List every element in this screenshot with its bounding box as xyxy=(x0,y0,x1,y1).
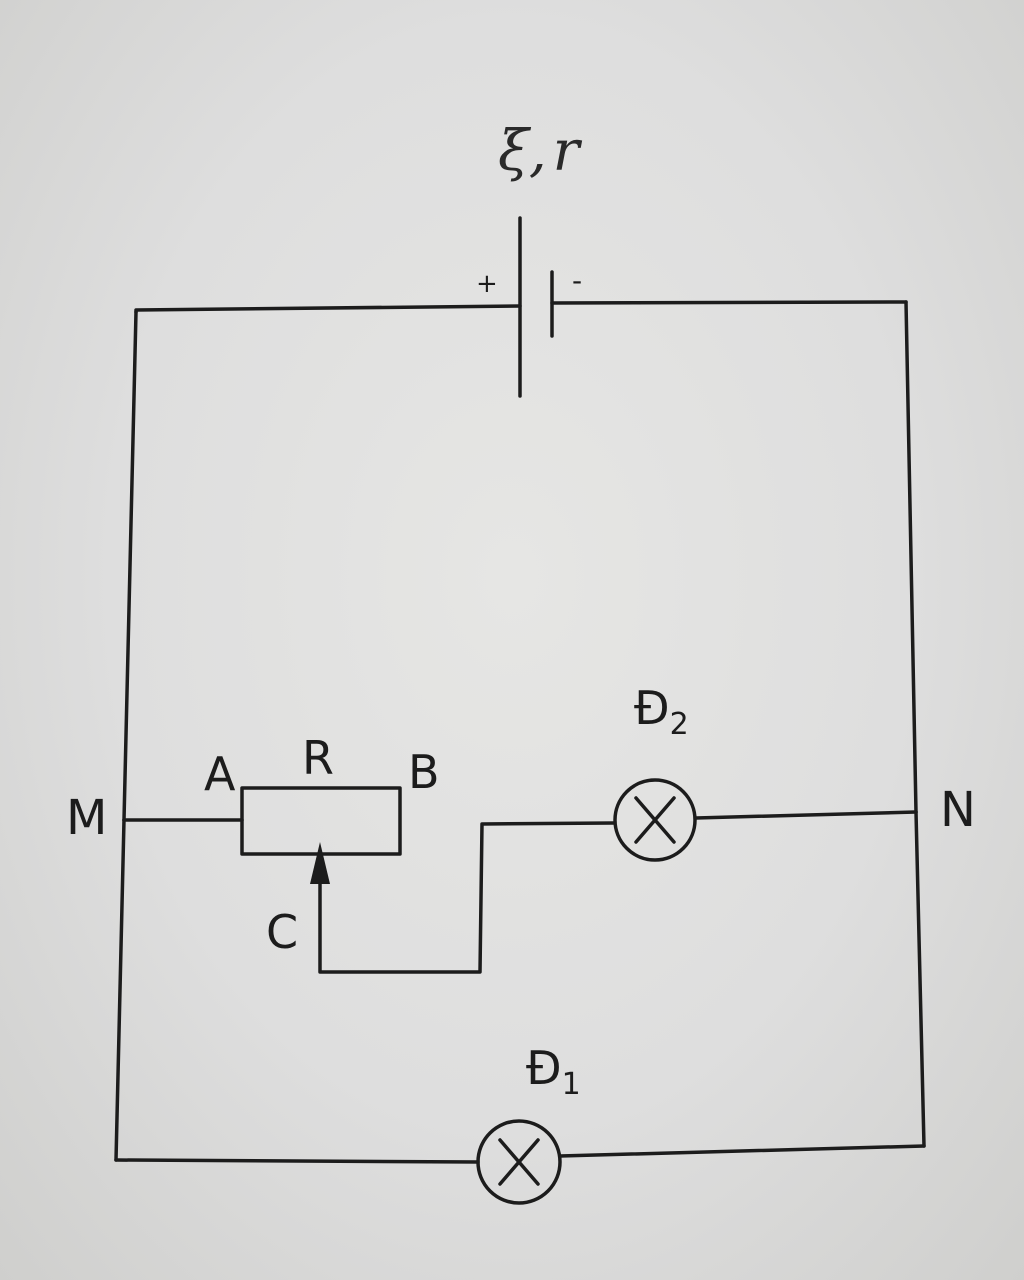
rheostat-body xyxy=(240,786,402,856)
lamp-1 xyxy=(476,1119,562,1205)
wire-top-right xyxy=(550,300,908,305)
wire-right-upper xyxy=(904,300,918,814)
wire-bottom-right xyxy=(558,1144,926,1158)
node-n-label: N xyxy=(940,782,976,838)
wire-bottom-left xyxy=(114,1158,480,1164)
rheostat-end-a-label: A xyxy=(204,747,236,801)
wire-right-lower xyxy=(914,810,926,1148)
emf-label: ξ,r xyxy=(498,119,583,184)
node-m-label: M xyxy=(66,790,107,846)
wire-d2-to-n xyxy=(694,810,918,820)
lamp-1-label: Đ1 xyxy=(526,1041,581,1102)
slider-c-label: C xyxy=(266,905,298,959)
battery-plus-sign: + xyxy=(476,269,498,299)
slider-arrow xyxy=(310,842,330,884)
wire-slider xyxy=(318,821,616,974)
rheostat-name-label: R xyxy=(302,731,334,785)
wire-left-lower xyxy=(114,818,126,1162)
battery-minus-sign: - xyxy=(572,264,582,297)
lamp-2 xyxy=(613,778,697,862)
wire-left-upper xyxy=(122,310,138,822)
lamp-2-label: Đ2 xyxy=(634,681,689,742)
wire-top-left xyxy=(134,304,522,314)
rheostat-end-b-label: B xyxy=(408,745,440,799)
